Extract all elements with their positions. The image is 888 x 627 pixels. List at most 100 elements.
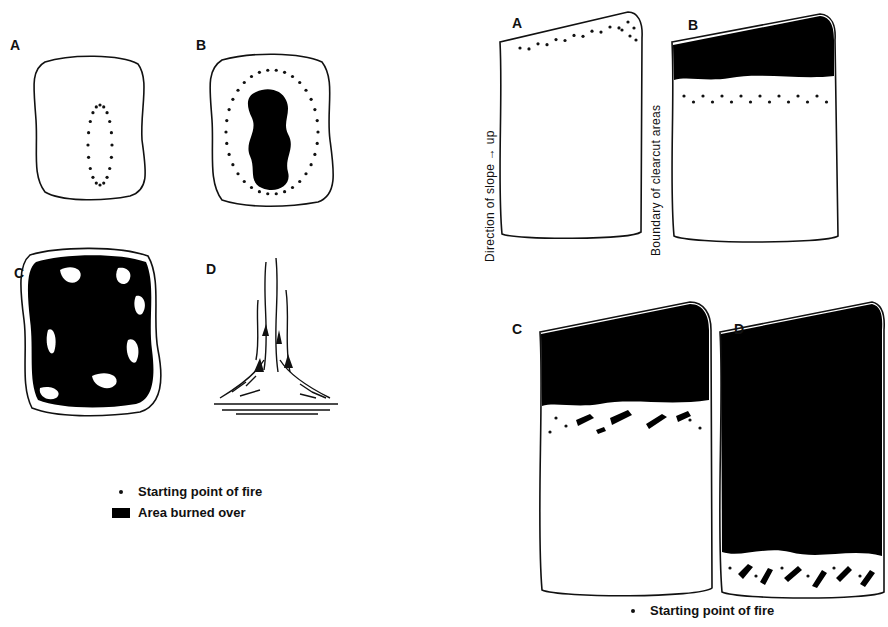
start-dot [682,94,685,97]
start-dot [304,89,307,92]
start-dot [711,100,714,103]
start-dot [692,100,695,103]
start-dot [89,120,92,123]
start-dot [108,167,111,170]
start-dot [86,143,89,146]
start-dot [749,100,752,103]
start-dot [89,167,92,170]
start-dot [599,30,602,33]
start-dot [298,81,301,84]
start-dot [91,111,94,114]
panel-letter: B [688,18,698,32]
start-dot [266,192,269,195]
start-dot [91,176,94,179]
start-dot [243,180,246,183]
start-dot [110,131,113,134]
panel-letter: C [14,266,24,280]
start-dot [102,181,105,184]
start-dot [313,153,316,156]
start-dot [95,105,98,108]
start-dot [228,153,231,156]
start-dot [310,98,313,101]
start-dot [298,180,301,183]
start-dot [815,94,818,97]
start-dot [632,26,635,29]
start-dot [728,566,731,569]
start-dot [98,183,101,186]
start-dot [95,181,98,184]
start-dot [102,105,105,108]
start-dot [87,156,90,159]
legend-text: Starting point of fire [650,603,774,618]
start-dot [313,108,316,111]
start-dot [105,176,108,179]
start-dot [87,131,90,134]
start-dot [806,100,809,103]
start-dot [590,30,593,33]
start-dot [527,47,530,50]
start-dot [236,172,239,175]
start-dot [316,119,319,122]
start-dot [250,75,253,78]
start-dot [564,424,567,427]
start-dot [608,25,611,28]
start-dot [283,190,286,193]
start-dot [310,163,313,166]
start-dot [243,81,246,84]
start-dot [754,574,757,577]
start-dot [283,71,286,74]
panel-letter: A [512,16,522,30]
start-dot [236,89,239,92]
start-dot [832,566,835,569]
legend-text: Starting point of fire [138,484,262,499]
start-dot [275,69,278,72]
start-dot [545,43,548,46]
start-dot [224,130,227,133]
start-dot [739,94,742,97]
start-dot [701,94,704,97]
start-dot [758,94,761,97]
start-dot [231,163,234,166]
panel-letter: C [512,322,522,336]
legend-row: Starting point of fire [112,484,262,499]
start-dot [806,574,809,577]
start-dot [258,71,261,74]
legend-dot [624,606,642,616]
start-dot [858,574,861,577]
start-dot [316,130,319,133]
legend-text: Area burned over [138,505,246,520]
start-dot [536,42,539,45]
start-dot [105,111,108,114]
start-dot [825,100,828,103]
start-dot [275,192,278,195]
start-dot [250,186,253,189]
start-dot [518,46,521,49]
start-dot [626,20,629,23]
legend-row: Area burned over [112,505,246,520]
start-dot [796,94,799,97]
start-dot [110,143,113,146]
panel-letter: B [196,38,206,52]
legend-row: Starting point of fire [624,603,774,618]
start-dot [304,172,307,175]
start-dot [554,38,557,41]
panel-letter: A [10,38,20,52]
start-dot [266,69,269,72]
start-dot [231,98,234,101]
start-dot [572,34,575,37]
start-dot [98,103,101,106]
start-dot [688,418,691,421]
legend-dot [112,487,130,497]
start-dot [291,186,294,189]
axis-note: Boundary of clearcut areas [650,105,662,256]
start-dot [110,156,113,159]
start-dot [563,39,566,42]
start-dot [628,34,631,37]
panel-letter: D [734,322,744,336]
start-dot [108,120,111,123]
start-dot [730,100,733,103]
start-dot [620,28,623,31]
start-dot [780,566,783,569]
start-dot [225,119,228,122]
